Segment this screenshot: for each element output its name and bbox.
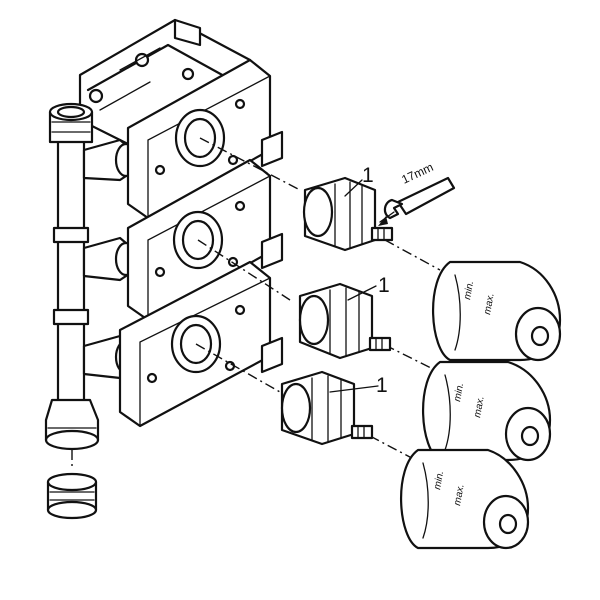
hex-wrench-icon	[378, 176, 456, 226]
callout-leaders	[329, 179, 379, 393]
cap-middle-min-label: min.	[452, 382, 466, 403]
cap-bottom	[400, 448, 530, 550]
callout-number-1: 1	[362, 164, 374, 187]
cap-middle	[422, 360, 552, 462]
cap-bottom-max-label: max.	[452, 483, 467, 506]
callout-number-3: 1	[376, 374, 388, 397]
cartridge-bottom	[280, 370, 374, 446]
cap-top-min-label: min.	[462, 280, 476, 301]
cartridge-top	[302, 176, 394, 252]
wrench-size-label: 17mm	[399, 160, 435, 187]
callout-number-2: 1	[378, 274, 390, 297]
cap-bottom-min-label: min.	[432, 470, 446, 491]
rear-housing	[78, 18, 252, 162]
cap-top	[432, 260, 562, 362]
cap-middle-max-label: max.	[472, 395, 487, 418]
plug-fitting	[46, 472, 98, 520]
cartridge-middle	[298, 282, 392, 360]
mounting-plate-bottom	[118, 260, 284, 428]
cap-top-max-label: max.	[482, 292, 497, 315]
